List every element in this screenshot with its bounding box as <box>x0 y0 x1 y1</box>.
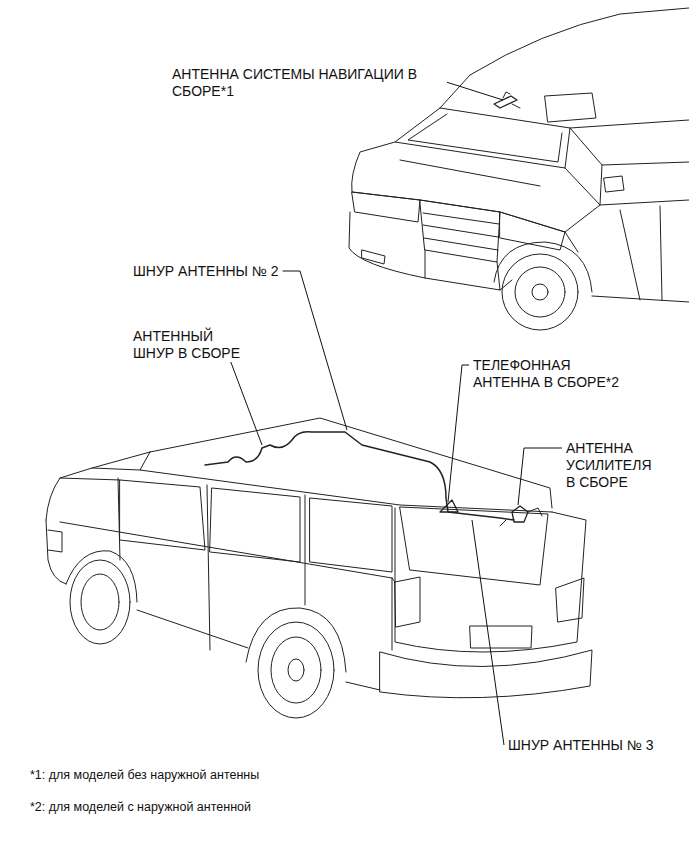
leader-line <box>518 448 562 505</box>
label-holder: *1: для моделей без наружной антенны <box>30 767 259 784</box>
part-label: АНТЕННЫЙ ШНУР В СБОРЕ <box>133 328 248 362</box>
label-holder: АНТЕННЫЙ ШНУР В СБОРЕ <box>133 328 248 362</box>
part-label: АНТЕННА СИСТЕМЫ НАВИГАЦИИ В СБОРЕ*1 <box>172 66 447 100</box>
footnote: *2: для моделей с наружной антенной <box>30 799 251 816</box>
leader-line <box>472 520 504 745</box>
part-label: ТЕЛЕФОННАЯ АНТЕННА В СБОРЕ*2 <box>473 357 628 391</box>
label-holder: ШНУР АНТЕННЫ № 3 <box>508 737 654 754</box>
leader-line <box>283 271 347 430</box>
leader-line <box>448 365 469 502</box>
part-label: ШНУР АНТЕННЫ № 3 <box>508 737 654 754</box>
footnote: *1: для моделей без наружной антенны <box>30 767 259 784</box>
label-holder: ШНУР АНТЕННЫ № 2 <box>133 263 279 280</box>
label-holder: АНТЕННА СИСТЕМЫ НАВИГАЦИИ В СБОРЕ*1 <box>172 66 447 100</box>
part-label: АНТЕННА УСИЛИТЕЛЯ В СБОРЕ <box>566 440 662 491</box>
label-holder: АНТЕННА УСИЛИТЕЛЯ В СБОРЕ <box>566 440 662 491</box>
part-label: ШНУР АНТЕННЫ № 2 <box>133 263 279 280</box>
label-holder: *2: для моделей с наружной антенной <box>30 799 251 816</box>
label-holder: ТЕЛЕФОННАЯ АНТЕННА В СБОРЕ*2 <box>473 357 628 391</box>
